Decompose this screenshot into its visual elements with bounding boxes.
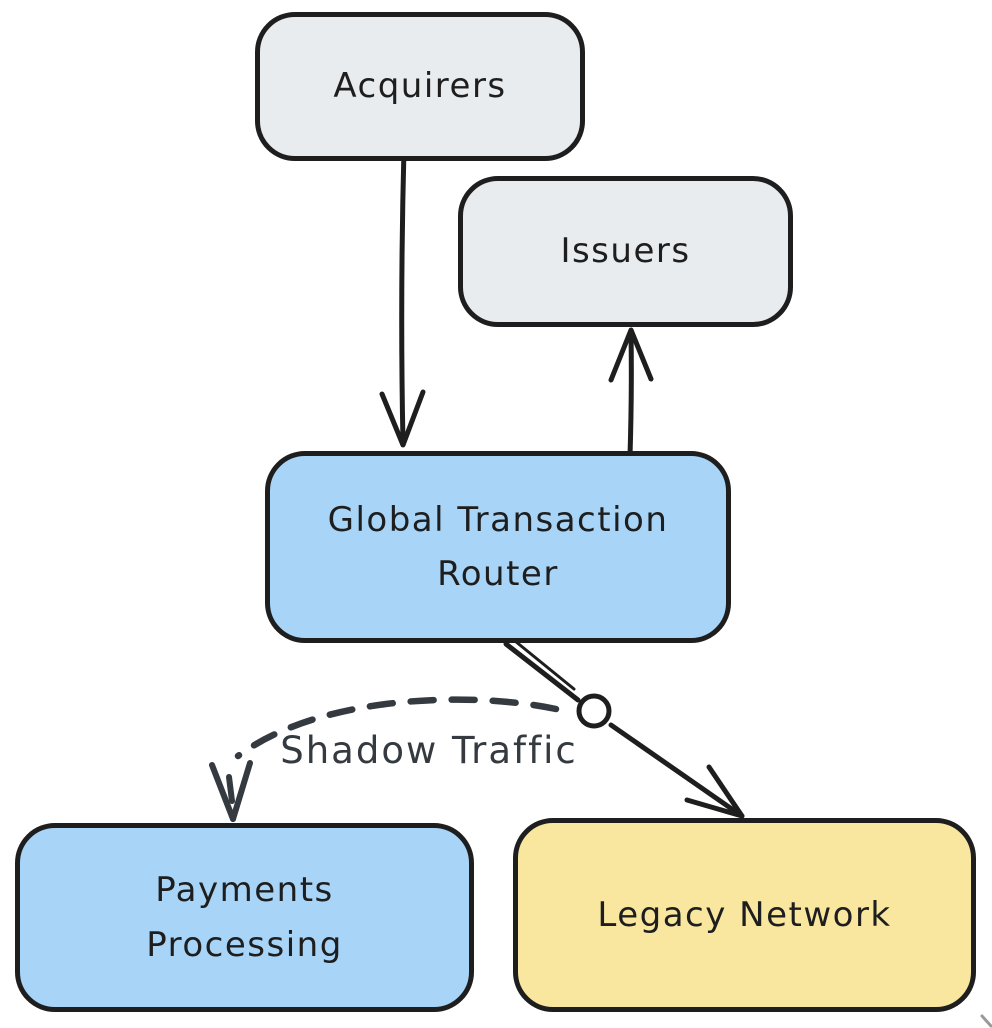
node-payments-label-line1: Payments xyxy=(155,870,334,911)
stray-mark xyxy=(980,1014,992,1028)
node-router-label-line1: Global Transaction xyxy=(327,499,669,540)
node-acquirers-label: Acquirers xyxy=(333,66,507,107)
node-global-transaction-router: Global Transaction Router xyxy=(265,451,731,643)
edge-circle-connector xyxy=(576,693,612,729)
arrow-router-to-issuers xyxy=(608,327,654,459)
node-issuers: Issuers xyxy=(458,176,793,327)
node-payments-label-line2: Processing xyxy=(146,924,343,965)
node-router-label-line2: Router xyxy=(437,554,559,594)
node-issuers-label: Issuers xyxy=(560,231,691,272)
node-legacy-network: Legacy Network xyxy=(513,818,976,1012)
node-acquirers: Acquirers xyxy=(255,12,585,161)
node-legacy-label: Legacy Network xyxy=(597,894,892,935)
arrow-acquirers-to-router xyxy=(379,146,426,448)
edge-label-shadow-traffic: Shadow Traffic xyxy=(280,729,578,772)
node-payments-processing: Payments Processing xyxy=(15,823,474,1012)
